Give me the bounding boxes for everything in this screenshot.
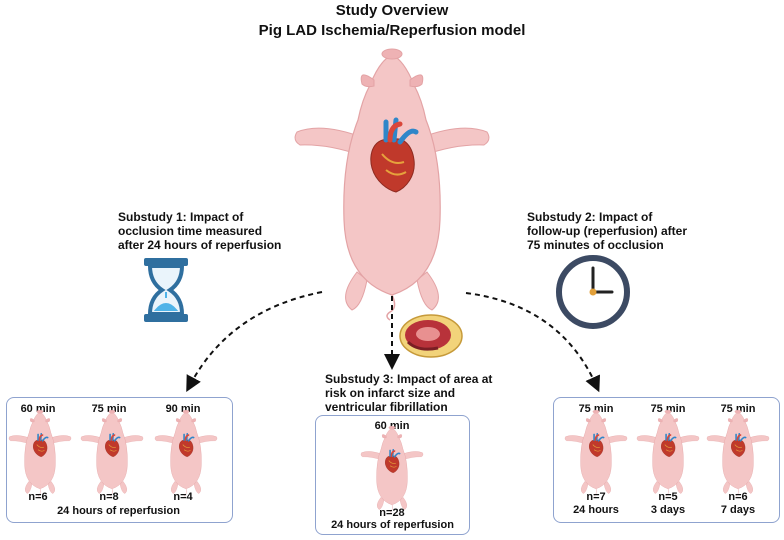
- substudy2-group1-time: 75 min: [578, 403, 614, 415]
- substudy3-footer: 24 hours of reperfusion: [331, 519, 454, 531]
- substudy1-group3-n: n=4: [173, 491, 193, 503]
- substudy1-footer: 24 hours of reperfusion: [57, 505, 180, 517]
- substudy2-group2-n: n=5: [658, 491, 678, 503]
- substudy1-group3-time: 90 min: [165, 403, 201, 415]
- substudy1-label: Substudy 1: Impact of occlusion time mea…: [118, 210, 282, 252]
- substudy2-group2-followup: 3 days: [650, 504, 686, 516]
- substudy3-group1-n: n=28: [379, 507, 405, 519]
- substudy1-group1-n: n=6: [28, 491, 48, 503]
- arrow-to-substudy2: [465, 292, 601, 393]
- hourglass-icon: [144, 258, 188, 322]
- substudy3-label: Substudy 3: Impact of area at risk on in…: [325, 372, 493, 414]
- substudy2-group3-time: 75 min: [720, 403, 756, 415]
- substudy2-group1-followup: 24 hours: [573, 504, 619, 516]
- substudy2-group3-followup: 7 days: [720, 504, 756, 516]
- substudy2-group2-time: 75 min: [650, 403, 686, 415]
- substudy1-group2-n: n=8: [99, 491, 119, 503]
- heart-slice-icon: [399, 314, 463, 358]
- arrow-to-substudy1: [186, 291, 323, 393]
- page-subtitle: Pig LAD Ischemia/Reperfusion model: [258, 22, 526, 39]
- substudy2-group1-n: n=7: [586, 491, 606, 503]
- page-title: Study Overview: [335, 2, 449, 19]
- substudy1-group1-time: 60 min: [20, 403, 56, 415]
- substudy2-group3-n: n=6: [728, 491, 748, 503]
- clock-icon: [556, 255, 630, 329]
- substudy1-group2-time: 75 min: [91, 403, 127, 415]
- substudy2-label: Substudy 2: Impact of follow-up (reperfu…: [527, 210, 687, 252]
